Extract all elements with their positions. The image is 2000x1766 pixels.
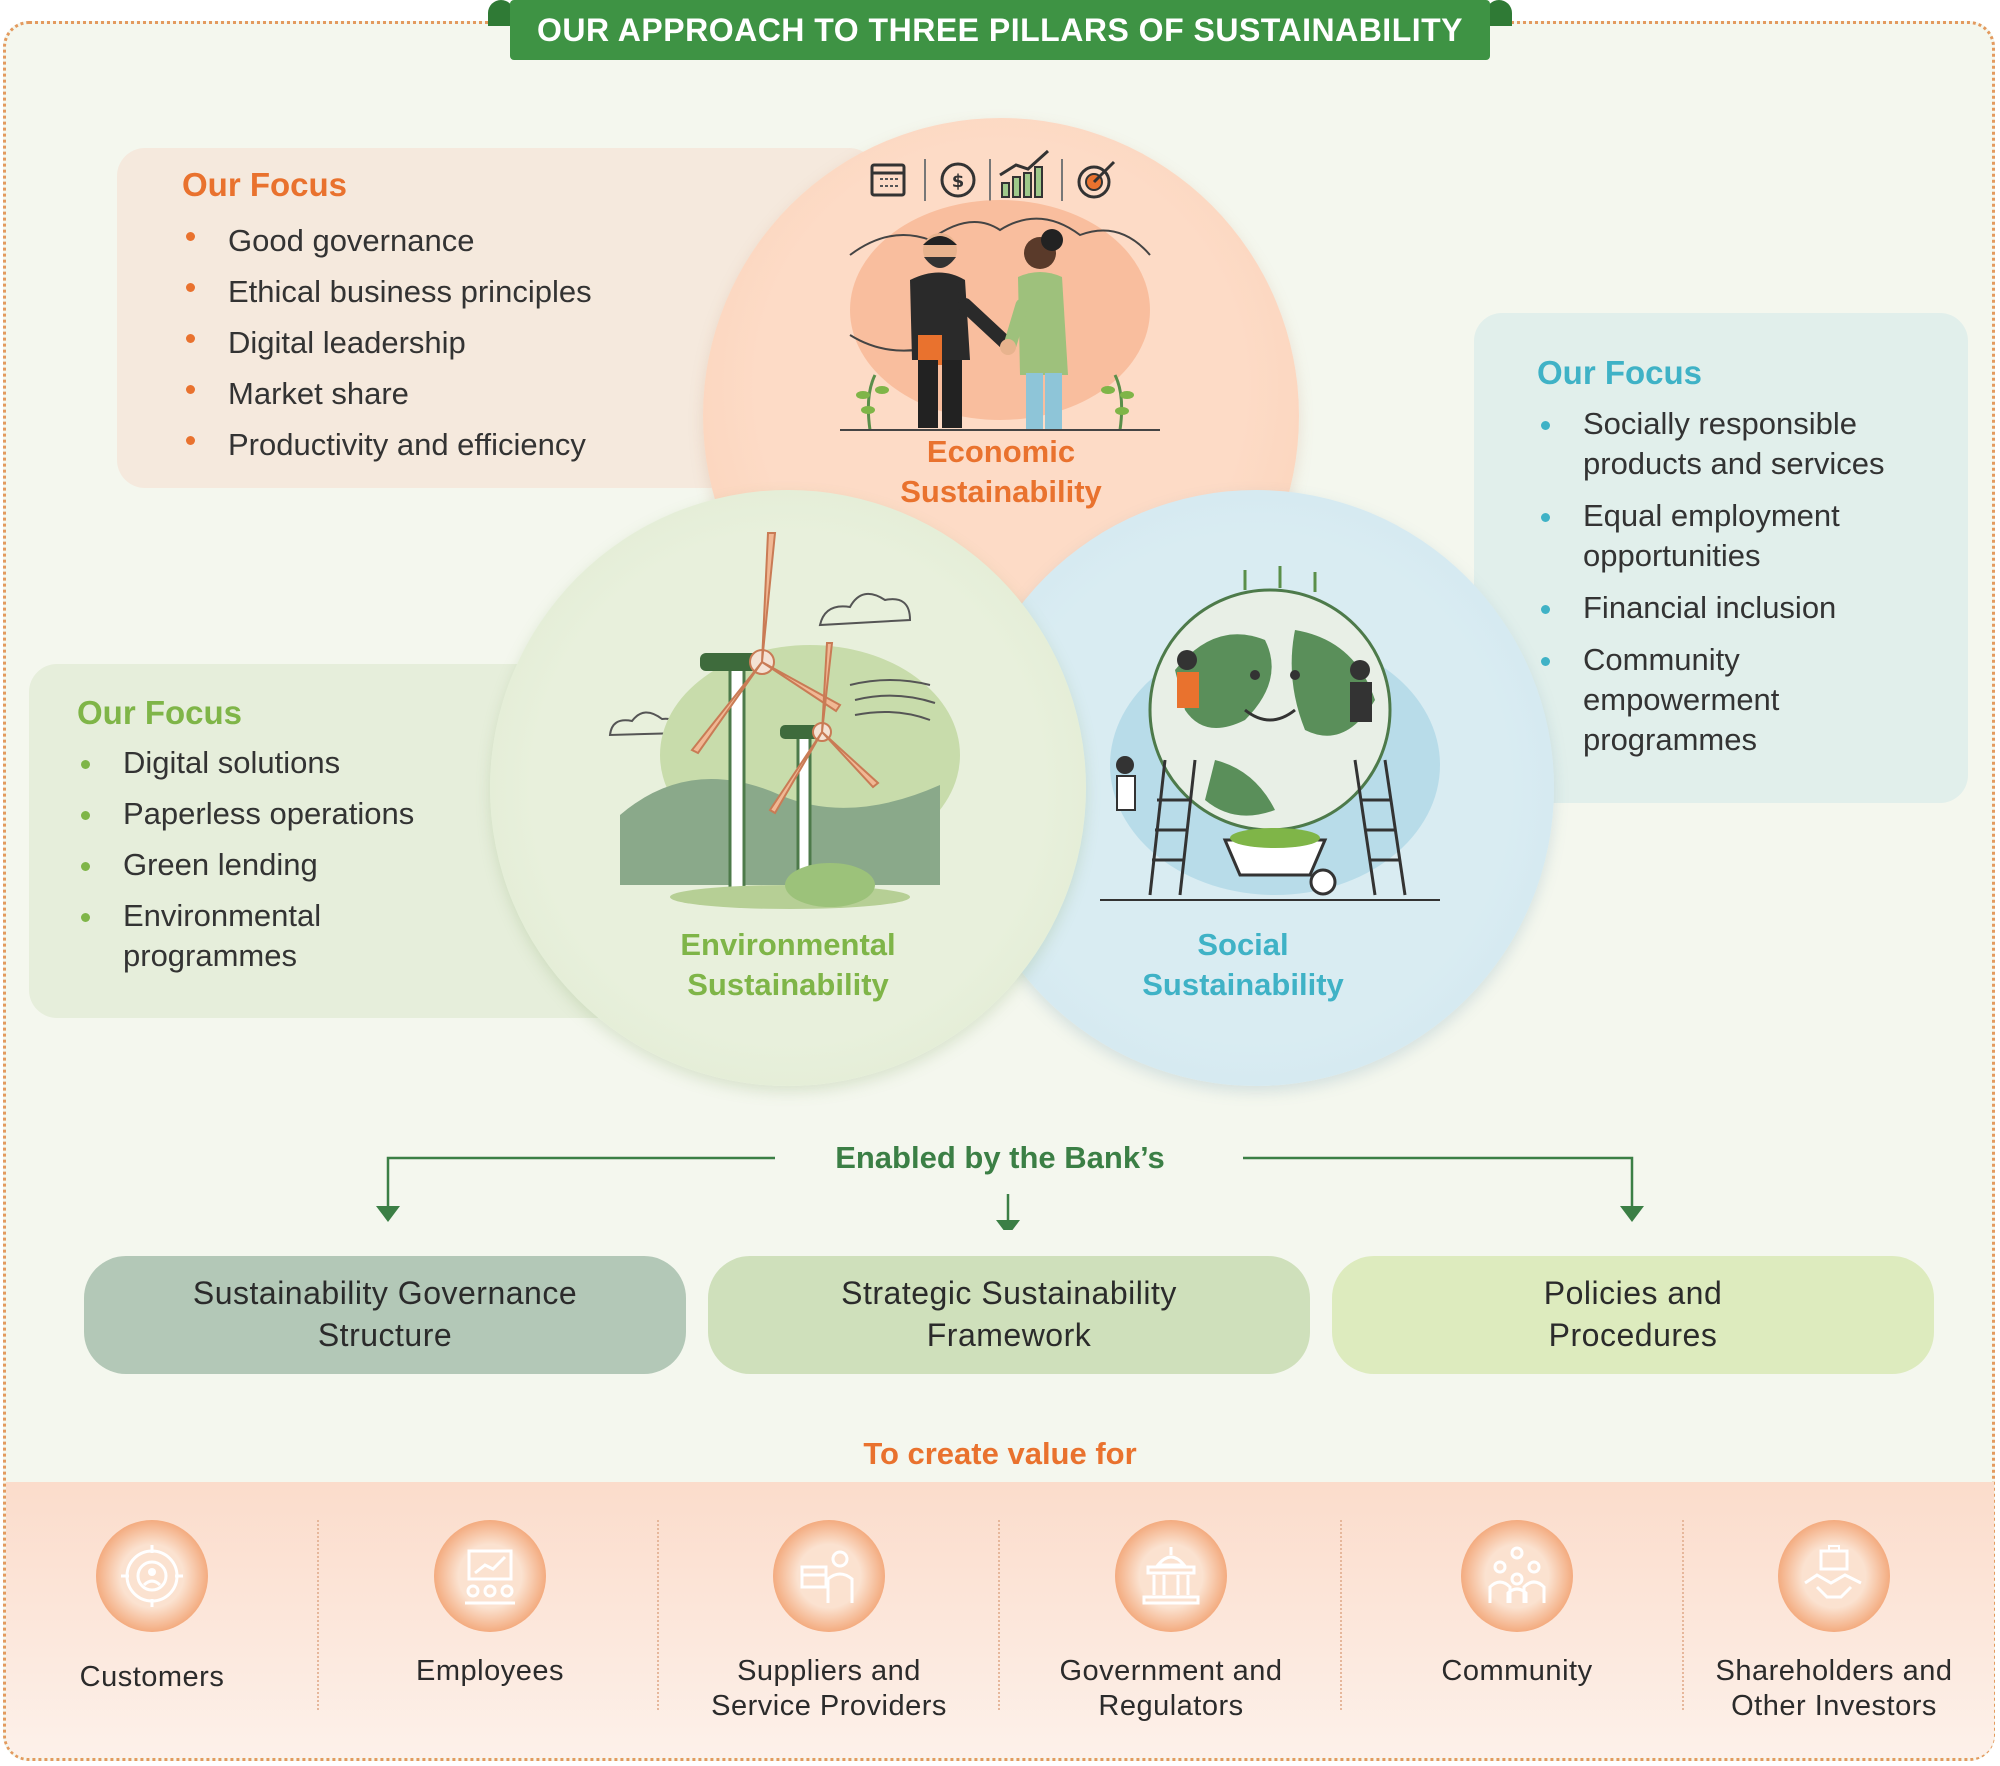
stakeholders-title: To create value for	[863, 1436, 1137, 1471]
banner-right-ear	[1486, 0, 1512, 26]
svg-text:$: $	[952, 171, 965, 192]
stakeholders-band	[6, 1482, 1994, 1758]
stakeholder-shareholders: Shareholders and Other Investors	[1684, 1520, 1984, 1724]
social-focus-title: Our Focus	[1537, 354, 1703, 391]
list-item: Paperless operations	[77, 794, 437, 834]
list-item: Environmental programmes	[77, 896, 363, 976]
divider	[1682, 1520, 1684, 1710]
economic-focus-list: Good governance Ethical business princip…	[182, 215, 592, 470]
environmental-label-line1: Environmental	[680, 927, 896, 962]
divider	[657, 1520, 659, 1710]
policies-procedures-pill: Policies and Procedures	[1332, 1256, 1934, 1374]
divider	[998, 1520, 1000, 1710]
social-label-line1: Social	[1197, 927, 1289, 962]
environmental-focus-title: Our Focus	[77, 694, 243, 731]
list-item: Financial inclusion	[1537, 588, 1957, 628]
divider	[1340, 1520, 1342, 1710]
economic-focus-title: Our Focus	[182, 166, 348, 203]
stakeholder-label: Customers	[79, 1661, 225, 1693]
stakeholder-customers: Customers	[2, 1520, 302, 1695]
environmental-focus-list: Digital solutions Paperless operations G…	[77, 743, 437, 976]
calendar-icon	[870, 163, 906, 197]
economic-illustration: $	[840, 149, 1160, 431]
environmental-illustration	[608, 532, 960, 909]
stakeholder-label: Suppliers and Service Providers	[711, 1655, 947, 1722]
plant-icon	[856, 374, 1134, 431]
list-item: Socially responsible products and servic…	[1537, 404, 1957, 484]
target-people-icon	[96, 1520, 208, 1632]
list-item: Good governance	[182, 215, 592, 266]
stakeholder-employees: Employees	[340, 1520, 640, 1689]
social-focus-list: Socially responsible products and servic…	[1537, 404, 1957, 760]
pill-label: Sustainability Governance Structure	[192, 1275, 578, 1353]
social-circle-label: Social Sustainability	[1073, 925, 1413, 1006]
wind-turbine-icon	[690, 532, 880, 897]
banner-left-ear	[488, 0, 514, 26]
government-building-icon	[1115, 1520, 1227, 1632]
divider	[317, 1520, 319, 1710]
target-icon	[1077, 160, 1116, 199]
economic-circle-label: Economic Sustainability	[831, 432, 1171, 513]
enablers-title: Enabled by the Bank’s	[835, 1140, 1165, 1175]
community-icon	[1461, 1520, 1573, 1632]
pill-label: Strategic Sustainability Framework	[841, 1275, 1177, 1353]
delivery-person-icon	[773, 1520, 885, 1632]
list-item: Productivity and efficiency	[182, 419, 592, 470]
stakeholder-government: Government and Regulators	[1021, 1520, 1321, 1724]
diagram-title: OUR APPROACH TO THREE PILLARS OF SUSTAIN…	[510, 0, 1490, 60]
growth-chart-icon	[999, 149, 1050, 198]
people-icon	[1116, 650, 1372, 811]
list-item: Digital solutions	[77, 743, 437, 783]
businesswoman-icon	[1000, 229, 1068, 430]
enablers-connector	[376, 1156, 1644, 1230]
dollar-coin-icon: $	[940, 162, 976, 198]
economic-label-line1: Economic	[926, 434, 1076, 469]
globe-icon	[1148, 588, 1392, 832]
pill-label: Policies and Procedures	[1543, 1275, 1723, 1353]
businessman-icon	[910, 233, 1015, 428]
economic-label-line2: Sustainability	[900, 474, 1102, 510]
social-illustration	[1100, 566, 1440, 901]
governance-structure-pill: Sustainability Governance Structure	[84, 1256, 686, 1374]
social-focus-box	[1474, 313, 1968, 803]
social-label-line2: Sustainability	[1142, 967, 1344, 1003]
list-item: Digital leadership	[182, 317, 592, 368]
list-item: Community empowerment programmes	[1537, 640, 1833, 760]
wind-lines-icon	[849, 679, 936, 721]
environmental-label-line2: Sustainability	[687, 967, 889, 1003]
stakeholder-label: Community	[1441, 1655, 1593, 1687]
stakeholder-label: Government and Regulators	[1059, 1655, 1283, 1722]
environmental-circle-label: Environmental Sustainability	[618, 925, 958, 1006]
wheelbarrow-icon	[1222, 828, 1337, 896]
handshake-briefcase-icon	[1778, 1520, 1890, 1632]
list-item: Green lending	[77, 845, 437, 885]
strategic-framework-pill: Strategic Sustainability Framework	[708, 1256, 1310, 1374]
list-item: Market share	[182, 368, 592, 419]
bush-icon	[670, 863, 910, 909]
stakeholder-community: Community	[1367, 1520, 1667, 1689]
ladder-icon	[1148, 759, 1407, 896]
stakeholder-label: Shareholders and Other Investors	[1715, 1655, 1953, 1722]
stakeholder-suppliers: Suppliers and Service Providers	[679, 1520, 979, 1724]
list-item: Equal employment opportunities	[1537, 496, 1957, 576]
presentation-icon	[434, 1520, 546, 1632]
list-item: Ethical business principles	[182, 266, 592, 317]
stakeholder-label: Employees	[416, 1655, 564, 1687]
plants-on-globe-icon	[1243, 566, 1317, 592]
